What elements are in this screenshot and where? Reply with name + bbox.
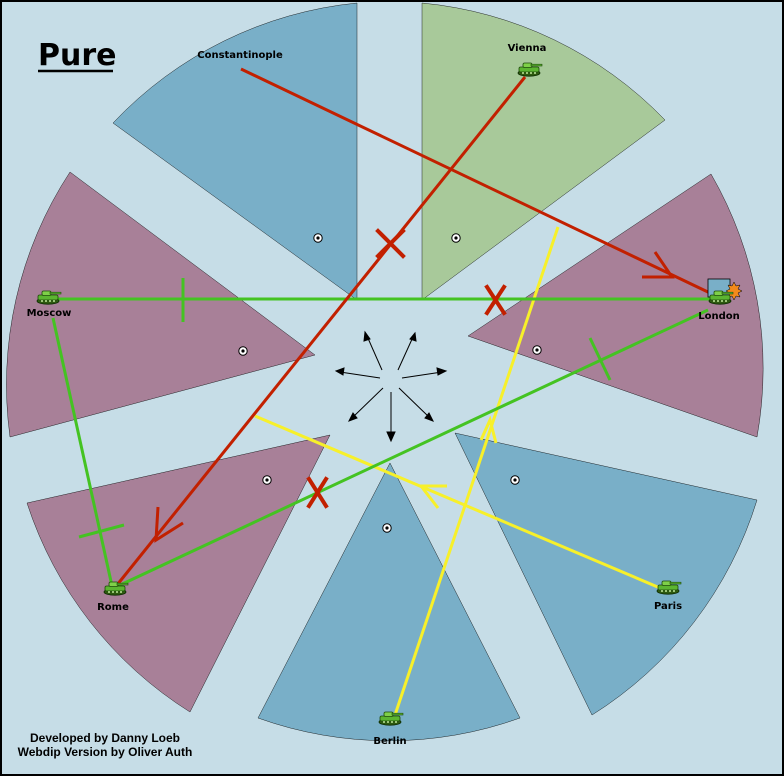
territory-london[interactable] [467, 173, 764, 438]
territory-constantinople[interactable] [112, 2, 358, 301]
compass-arrows [334, 330, 448, 443]
order-vienna-move-rome [115, 76, 527, 586]
supply-center-london [532, 345, 542, 355]
supply-center-constantinople [313, 233, 323, 243]
order-failed-mark [375, 228, 406, 259]
territory-rome[interactable] [26, 434, 331, 713]
territory-label-rome: Rome [97, 602, 129, 613]
order-moscow-support-london [55, 278, 715, 322]
territory-label-london: London [698, 311, 740, 322]
territory-moscow[interactable] [6, 171, 316, 438]
support-cut-mark [306, 476, 329, 509]
credit-developer: Developed by Danny Loeb [30, 731, 180, 745]
order-constantinople-move-london [240, 67, 711, 295]
territory-berlin[interactable] [257, 462, 521, 741]
territory-paris[interactable] [454, 432, 758, 716]
supply-center-paris [510, 475, 520, 485]
order-moscow-support-rome [51, 317, 125, 587]
supply-center-berlin [382, 523, 392, 533]
order-london-support-rome [117, 308, 709, 588]
order-berlin-support [393, 226, 560, 716]
supply-center-moscow [238, 346, 248, 356]
territory-label-vienna: Vienna [508, 43, 547, 54]
territory-label-paris: Paris [654, 601, 682, 612]
order-paris-support [254, 414, 661, 590]
supply-center-rome [262, 475, 272, 485]
credit-webdip: Webdip Version by Oliver Auth [18, 745, 193, 759]
territory-label-berlin: Berlin [373, 736, 406, 747]
supply-center-vienna [451, 233, 461, 243]
territory-vienna[interactable] [421, 2, 666, 301]
territory-label-constantinople: Constantinople [197, 50, 283, 61]
support-cut-mark [484, 284, 507, 316]
territory-label-moscow: Moscow [27, 308, 72, 319]
map-title: Pure [38, 38, 117, 73]
